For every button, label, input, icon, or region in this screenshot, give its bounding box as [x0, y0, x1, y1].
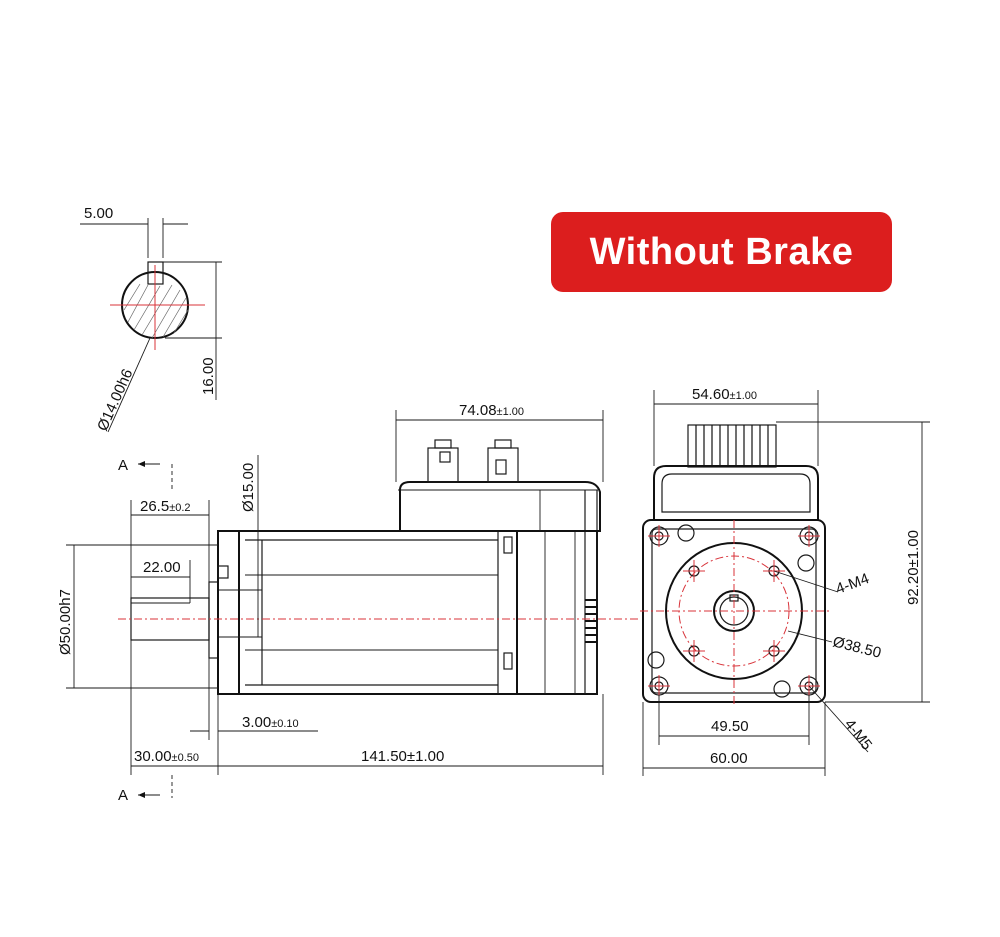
- encoder-length-label: 74.08: [459, 402, 497, 419]
- svg-text:26.5±0.2: 26.5±0.2: [140, 498, 191, 515]
- shaft-section-view: 5.00 16.00 Ø14.00h6: [80, 205, 222, 434]
- motor-front-view: 4-M4 Ø38.50 4-M5 54.60±1.00 92.20±1.00 4…: [640, 386, 930, 776]
- shaft-length-tolerance: ±0.2: [169, 502, 190, 514]
- shaft-diameter-label: Ø14.00h6: [94, 367, 136, 434]
- shoulder-diameter-label: Ø15.00: [240, 463, 257, 512]
- svg-text:54.60±1.00: 54.60±1.00: [692, 386, 757, 403]
- key-height-label: 16.00: [200, 357, 217, 395]
- svg-text:30.00±0.50: 30.00±0.50: [134, 748, 199, 765]
- height-total-label: 92.20±1.00: [905, 530, 922, 605]
- flange-thickness-label: 3.00: [242, 714, 271, 731]
- flange-width-label: 60.00: [710, 750, 748, 767]
- connector-width-tolerance: ±1.00: [730, 390, 757, 402]
- key-length-label: 22.00: [143, 559, 181, 576]
- svg-text:74.08±1.00: 74.08±1.00: [459, 402, 524, 419]
- pilot-diameter-label: Ø50.00h7: [57, 589, 74, 655]
- shaft-total-tolerance: ±0.50: [172, 752, 199, 764]
- section-markers: A A: [118, 457, 173, 804]
- tapped-holes-label: 4-M4: [834, 570, 872, 598]
- connector-width-label: 54.60: [692, 386, 730, 403]
- pcd-label: Ø38.50: [831, 633, 883, 661]
- without-brake-badge: Without Brake: [551, 212, 892, 292]
- shaft-total-label: 30.00: [134, 748, 172, 765]
- flange-thickness-tolerance: ±0.10: [271, 718, 298, 730]
- section-marker-top: A: [118, 457, 128, 474]
- shaft-length-label: 26.5: [140, 498, 169, 515]
- hole-spacing-label: 49.50: [711, 718, 749, 735]
- motor-side-view: Ø15.00 Ø50.00h7 26.5±0.2 22.00 3.00±0.10…: [57, 402, 640, 775]
- svg-text:3.00±0.10: 3.00±0.10: [242, 714, 299, 731]
- mount-holes-label: 4-M5: [841, 716, 875, 753]
- key-width-label: 5.00: [84, 205, 113, 222]
- body-length-label: 141.50±1.00: [361, 748, 444, 765]
- encoder-length-tolerance: ±1.00: [497, 406, 524, 418]
- section-marker-bottom: A: [118, 787, 128, 804]
